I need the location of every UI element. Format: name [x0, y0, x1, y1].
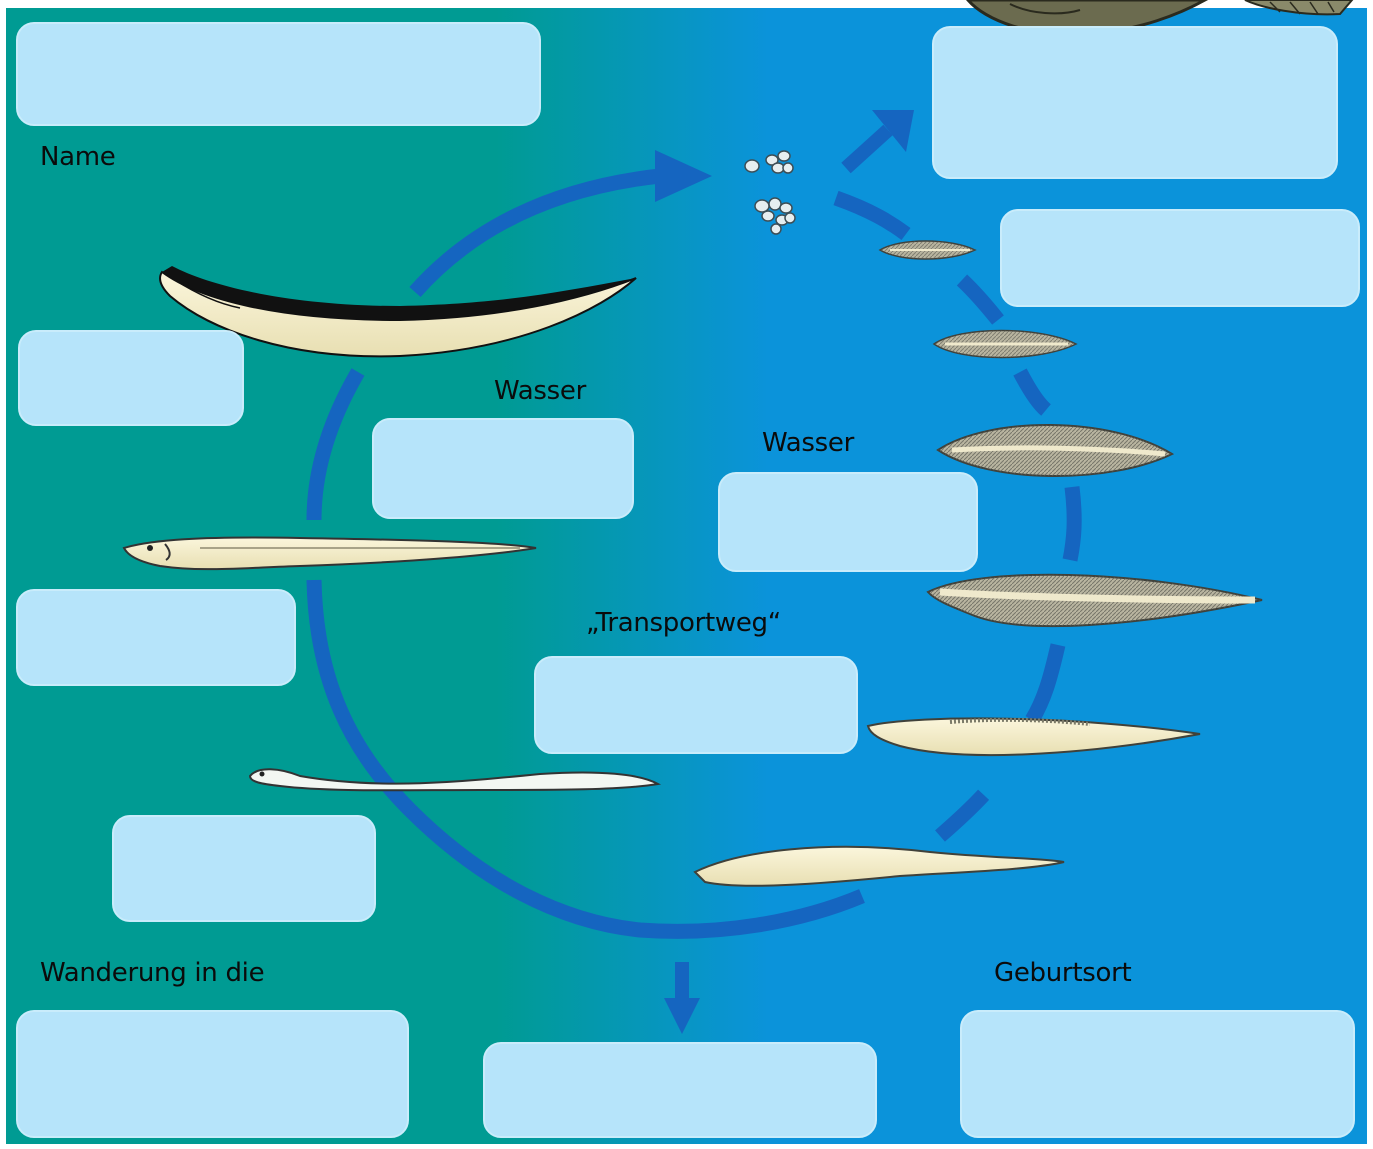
- answer-box-bottom-center[interactable]: [483, 1042, 877, 1138]
- label-name: Name: [40, 142, 116, 172]
- answer-box-name[interactable]: [16, 22, 541, 126]
- label-wasser-right: Wasser: [762, 428, 854, 458]
- label-transportweg: „Transportweg“: [586, 608, 781, 638]
- label-geburtsort: Geburtsort: [994, 958, 1131, 988]
- answer-box-wasser-right[interactable]: [718, 472, 978, 572]
- answer-box-transportweg[interactable]: [534, 656, 858, 754]
- answer-box-glass-eel[interactable]: [112, 815, 376, 922]
- answer-box-wasser-left[interactable]: [372, 418, 634, 519]
- answer-box-top-right[interactable]: [932, 26, 1338, 179]
- answer-box-wanderung[interactable]: [16, 1010, 409, 1138]
- answer-box-geburtsort[interactable]: [960, 1010, 1355, 1138]
- label-wanderung: Wanderung in die: [40, 958, 264, 988]
- answer-box-yellow-eel[interactable]: [16, 589, 296, 686]
- answer-box-silver-eel[interactable]: [18, 330, 244, 426]
- label-wasser-left: Wasser: [494, 376, 586, 406]
- answer-box-larva-small[interactable]: [1000, 209, 1360, 307]
